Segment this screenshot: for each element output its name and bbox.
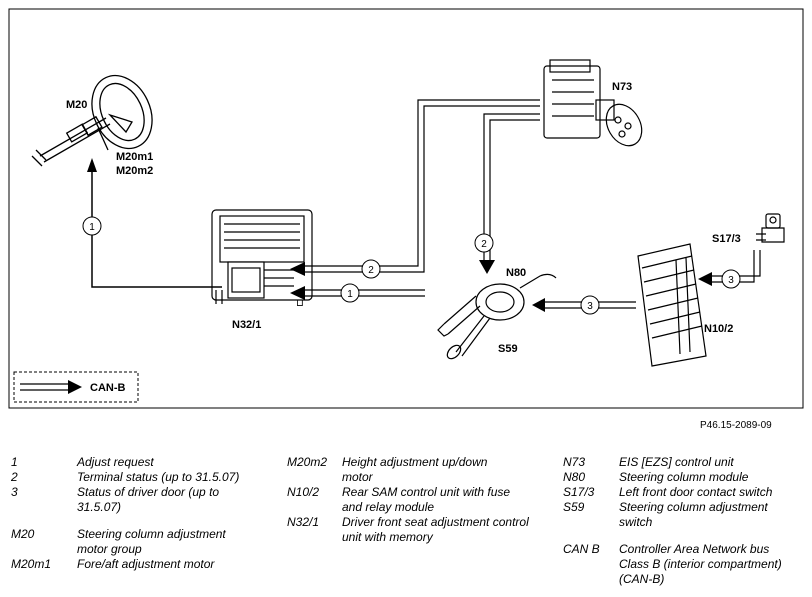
legend-item: N32/1 Driver front seat adjustment contr… [287, 515, 542, 545]
legend-item: S59 Steering column adjustment switch [563, 500, 803, 530]
label-m20m2: M20m2 [116, 165, 153, 177]
wiring-diagram: 1 1 2 2 3 3 M20 M20m1 M20m2 N32/1 ⊔ [8, 8, 804, 409]
legend-code: CAN B [563, 542, 600, 556]
door-contact-switch-drawing [756, 213, 785, 243]
legend-desc: Steering column module [619, 470, 749, 484]
legend-desc: Terminal status (up to 31.5.07) [77, 470, 240, 484]
legend-desc: Height adjustment up/down motor [342, 455, 488, 484]
legend-column-2: M20m2 Height adjustment up/down motor N1… [287, 455, 542, 545]
legend-item: N10/2 Rear SAM control unit with fuse an… [287, 485, 542, 515]
legend-desc: EIS [EZS] control unit [619, 455, 734, 469]
rear-sam-unit-drawing [637, 243, 707, 367]
legend-item: 1 Adjust request [11, 455, 261, 470]
legend-code: M20 [11, 527, 35, 541]
legend-desc: Controller Area Network bus Class B (int… [619, 542, 782, 586]
legend-code: 2 [11, 470, 18, 484]
label-n73: N73 [612, 81, 632, 93]
legend-code: S59 [563, 500, 585, 514]
legend-code: N32/1 [287, 515, 320, 529]
signal-1-horizontal: 1 [347, 289, 353, 300]
legend-desc: Fore/aft adjustment motor [77, 557, 215, 571]
label-n10-2: N10/2 [704, 323, 733, 335]
legend-code: S17/3 [563, 485, 595, 499]
legend-column-1: 1 Adjust request 2 Terminal status (up t… [11, 455, 261, 572]
legend-item: 3 Status of driver door (up to 31.5.07) [11, 485, 261, 515]
legend-code: 3 [11, 485, 18, 499]
label-m20m1: M20m1 [116, 151, 153, 163]
legend-code: 1 [11, 455, 18, 469]
signal-1-vertical: 1 [89, 222, 95, 233]
label-n32-1: N32/1 [232, 319, 261, 331]
label-s59: S59 [498, 343, 518, 355]
can-b-legend-box [13, 371, 139, 403]
adjust-request-arrow [87, 158, 97, 172]
legend-item: M20m1 Fore/aft adjustment motor [11, 557, 261, 572]
legend-item: M20 Steering column adjustment motor gro… [11, 527, 261, 557]
steering-wheel-drawing [31, 74, 153, 167]
label-s17-3: S17/3 [712, 233, 741, 245]
legend-desc: Steering column adjustment motor group [77, 527, 226, 556]
legend-item: 2 Terminal status (up to 31.5.07) [11, 470, 261, 485]
signal-3-left: 3 [587, 301, 593, 312]
legend-code: M20m1 [11, 557, 52, 571]
legend-desc: Adjust request [77, 455, 154, 469]
legend-desc: Driver front seat adjustment control uni… [342, 515, 529, 544]
diagram-frame [8, 8, 804, 409]
legend-item: CAN B Controller Area Network bus Class … [563, 542, 803, 587]
legend-desc: Status of driver door (up to 31.5.07) [77, 485, 220, 514]
legend-code: N10/2 [287, 485, 320, 499]
legend-code: N73 [563, 455, 586, 469]
legend-item: M20m2 Height adjustment up/down motor [287, 455, 542, 485]
legend-code: M20m2 [287, 455, 328, 469]
adjust-request-line [91, 170, 222, 288]
label-can-b: CAN-B [90, 382, 125, 394]
legend-item: N80 Steering column module [563, 470, 803, 485]
ignition-unit-drawing [543, 59, 643, 147]
label-n80: N80 [506, 267, 526, 279]
figure-reference: P46.15-2089-09 [700, 420, 772, 431]
small-connector-mark: ⊔ [296, 298, 304, 309]
arrowheads [290, 260, 712, 312]
legend-desc: Steering column adjustment switch [619, 500, 768, 529]
legend-code: N80 [563, 470, 586, 484]
legend-desc: Left front door contact switch [619, 485, 773, 499]
legend-item: S17/3 Left front door contact switch [563, 485, 803, 500]
legend-item: N73 EIS [EZS] control unit [563, 455, 803, 470]
signal-2-vertical: 2 [481, 239, 487, 250]
signal-number-circles [82, 216, 741, 315]
signal-2-horizontal: 2 [368, 265, 374, 276]
steering-column-module-drawing [437, 273, 557, 360]
seat-control-unit-drawing [211, 209, 313, 304]
legend-desc: Rear SAM control unit with fuse and rela… [342, 485, 511, 514]
legend-column-3: N73 EIS [EZS] control unit N80 Steering … [563, 455, 803, 587]
signal-3-right: 3 [728, 275, 734, 286]
label-m20: M20 [66, 99, 87, 111]
